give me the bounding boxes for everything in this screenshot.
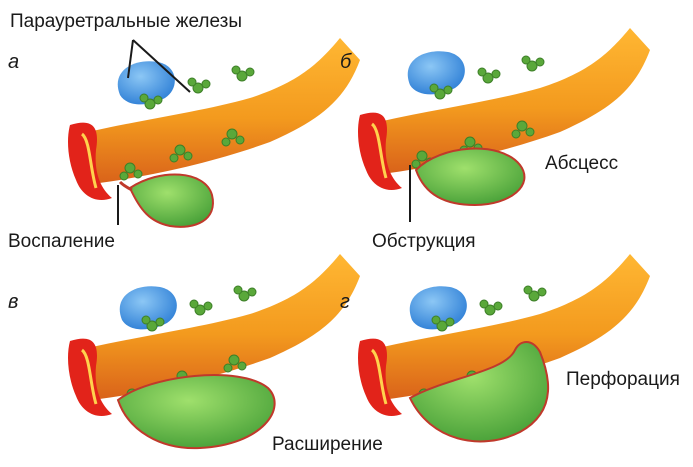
panel-letter-a: а [8, 52, 19, 72]
label-paraurethral-glands: Парауретральные железы [10, 12, 242, 31]
label-abscess: Абсцесс [545, 154, 618, 173]
panel-a-art [68, 38, 360, 227]
panel-letter-b: б [340, 52, 351, 72]
label-dilation: Расширение [272, 435, 383, 454]
panel-c-art [68, 254, 360, 448]
urethra [88, 38, 360, 184]
panel-d-art [358, 254, 650, 441]
label-obstruction: Обструкция [372, 232, 476, 251]
panel-b-art [358, 28, 650, 222]
panel-letter-c: в [8, 292, 18, 312]
sac [130, 174, 213, 226]
panel-letter-d: г [340, 292, 350, 312]
label-perforation: Перфорация [566, 370, 680, 389]
label-inflammation: Воспаление [8, 232, 115, 251]
